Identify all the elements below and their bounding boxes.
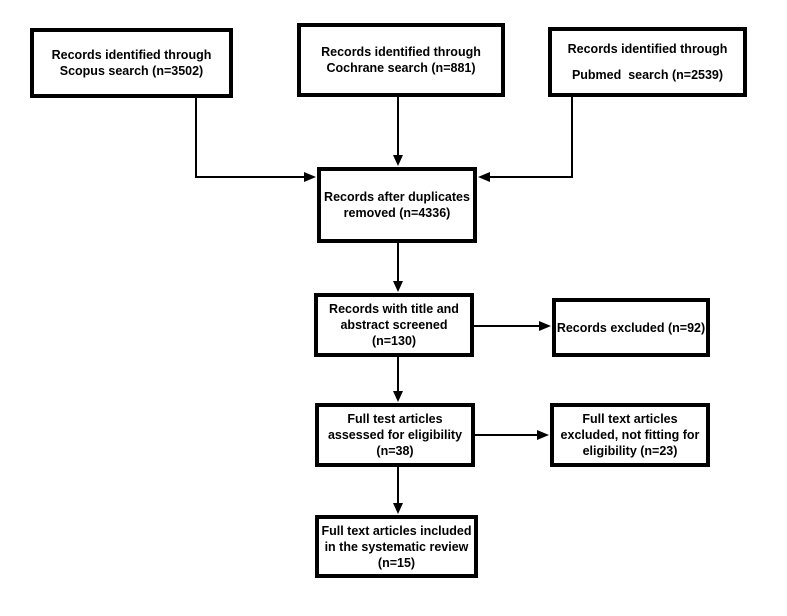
- flow-box-scopus-text: Records identified through Scopus search…: [51, 48, 212, 78]
- flow-box-fulltext-excluded: Full text articles excluded, not fitting…: [550, 403, 710, 467]
- flow-box-fulltext-excluded-text: Full text articles excluded, not fitting…: [560, 412, 700, 458]
- arrow-cochrane-to-duplicates: [393, 97, 403, 166]
- flow-box-assessed-text: Full test articles assessed for eligibil…: [327, 412, 463, 458]
- flow-box-screened-text: Records with title and abstract screened…: [329, 302, 459, 348]
- arrow-assessed-to-included: [393, 467, 403, 514]
- flow-box-records-excluded: Records excluded (n=92): [552, 298, 710, 357]
- flow-box-scopus-records: Records identified through Scopus search…: [30, 28, 233, 98]
- flow-box-title-abstract-screened: Records with title and abstract screened…: [314, 293, 474, 357]
- flow-box-pubmed-text: Records identified through Pubmed search…: [567, 42, 728, 82]
- arrow-scopus-to-duplicates: [195, 98, 316, 182]
- flow-box-included-review: Full text articles included in the syste…: [315, 515, 478, 578]
- arrow-duplicates-to-screened: [393, 243, 403, 292]
- flow-box-assessed-eligibility: Full test articles assessed for eligibil…: [315, 403, 475, 467]
- flow-box-included-text: Full text articles included in the syste…: [321, 523, 472, 570]
- flow-box-pubmed-records: Records identified through Pubmed search…: [548, 27, 747, 97]
- arrow-screened-to-excluded: [474, 321, 551, 331]
- flow-box-records-excluded-text: Records excluded (n=92): [556, 320, 706, 335]
- flow-box-cochrane-text: Records identified through Cochrane sear…: [321, 45, 481, 75]
- arrow-pubmed-to-duplicates: [478, 97, 573, 182]
- flow-box-duplicates-text: Records after duplicates removed (n=4336…: [324, 190, 470, 220]
- arrow-assessed-to-excluded: [475, 430, 549, 440]
- flow-box-duplicates-removed: Records after duplicates removed (n=4336…: [317, 167, 477, 243]
- arrow-screened-to-assessed: [393, 357, 403, 402]
- flow-box-cochrane-records: Records identified through Cochrane sear…: [297, 23, 505, 97]
